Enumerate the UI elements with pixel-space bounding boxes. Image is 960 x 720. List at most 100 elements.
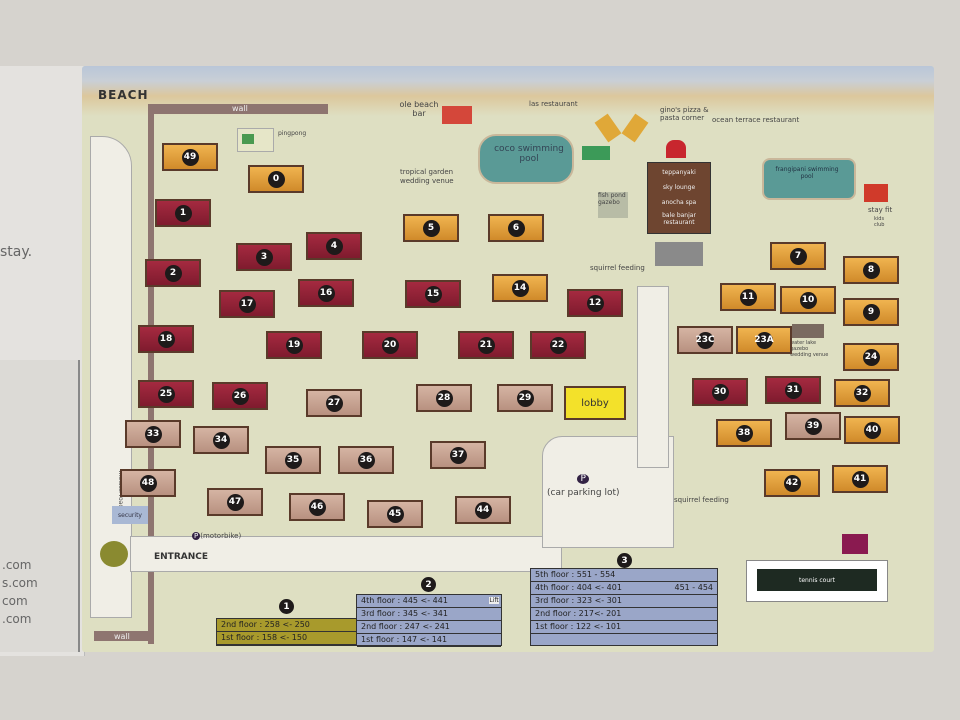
villa-number: 48 [139, 474, 157, 492]
building-1[interactable]: 1 2nd floor : 258 <- 250 1st floor : 158… [216, 599, 358, 646]
stay-fit-building [864, 184, 888, 202]
villa-31[interactable]: 31 [765, 376, 821, 404]
resort-map: BEACH wall wall melasti road security EN… [82, 66, 934, 652]
villa-number: 5 [422, 219, 440, 237]
villa-1[interactable]: 1 [155, 199, 211, 227]
villa-12[interactable]: 12 [567, 289, 623, 317]
villa-18[interactable]: 18 [138, 325, 194, 353]
las-restaurant-label: las restaurant [529, 100, 578, 108]
security-post: security [112, 506, 148, 524]
villa-23C[interactable]: 23C [677, 326, 733, 354]
villa-10[interactable]: 10 [780, 286, 836, 314]
villa-number: 24 [862, 348, 880, 366]
car-parking-label: P(car parking lot) [547, 474, 620, 498]
villa-number: 27 [325, 394, 343, 412]
villa-32[interactable]: 32 [834, 379, 890, 407]
villa-39[interactable]: 39 [785, 412, 841, 440]
road [637, 286, 669, 468]
building-3[interactable]: 3 5th floor : 551 - 554 4th floor : 404 … [530, 553, 718, 646]
tennis-label: tennis court [757, 569, 877, 591]
villa-4[interactable]: 4 [306, 232, 362, 260]
villa-24[interactable]: 24 [843, 343, 899, 371]
pingpong-label: pingpong [278, 130, 307, 137]
villa-23A[interactable]: 23A [736, 326, 792, 354]
water-lake-gazebo [792, 324, 824, 338]
floor-row: 3rd floor : 323 <- 301 [531, 595, 717, 608]
villa-17[interactable]: 17 [219, 290, 275, 318]
villa-number: 2 [164, 264, 182, 282]
grey-building [655, 242, 703, 266]
villa-number: 31 [784, 381, 802, 399]
villa-16[interactable]: 16 [298, 279, 354, 307]
villa-28[interactable]: 28 [416, 384, 472, 412]
villa-38[interactable]: 38 [716, 419, 772, 447]
villa-36[interactable]: 36 [338, 446, 394, 474]
villa-number: 30 [711, 383, 729, 401]
villa-8[interactable]: 8 [843, 256, 899, 284]
restaurant-block[interactable]: teppanyaki sky lounge anocha spa bale ba… [647, 162, 711, 234]
spa: anocha spa [661, 199, 697, 206]
villa-11[interactable]: 11 [720, 283, 776, 311]
villa-44[interactable]: 44 [455, 496, 511, 524]
villa-40[interactable]: 40 [844, 416, 900, 444]
villa-35[interactable]: 35 [265, 446, 321, 474]
brochure-pocket: .com s.com com .com [0, 360, 80, 652]
floor-row: 1st floor : 147 <- 141 [357, 634, 501, 647]
villa-5[interactable]: 5 [403, 214, 459, 242]
villa-2[interactable]: 2 [145, 259, 201, 287]
coco-swimming-pool[interactable] [478, 134, 574, 184]
villa-46[interactable]: 46 [289, 493, 345, 521]
tennis-court[interactable]: tennis court [746, 560, 888, 602]
villa-0[interactable]: 0 [248, 165, 304, 193]
villa-number: 6 [507, 219, 525, 237]
villa-number: 33 [144, 425, 162, 443]
villa-number: 35 [284, 451, 302, 469]
link: s.com [2, 576, 38, 590]
tree-icon [100, 541, 128, 567]
villa-29[interactable]: 29 [497, 384, 553, 412]
villa-15[interactable]: 15 [405, 280, 461, 308]
lobby[interactable]: lobby [564, 386, 626, 420]
villa-9[interactable]: 9 [843, 298, 899, 326]
villa-20[interactable]: 20 [362, 331, 418, 359]
villa-42[interactable]: 42 [764, 469, 820, 497]
villa-6[interactable]: 6 [488, 214, 544, 242]
villa-number: 47 [226, 493, 244, 511]
villa-49[interactable]: 49 [162, 143, 218, 171]
villa-number: 49 [181, 148, 199, 166]
building-2[interactable]: 2 4th floor : 445 <- 441 3rd floor : 345… [356, 577, 502, 647]
villa-25[interactable]: 25 [138, 380, 194, 408]
villa-21[interactable]: 21 [458, 331, 514, 359]
villa-45[interactable]: 45 [367, 500, 423, 528]
villa-30[interactable]: 30 [692, 378, 748, 406]
villa-number: 40 [863, 421, 881, 439]
villa-number: 14 [511, 279, 529, 297]
villa-47[interactable]: 47 [207, 488, 263, 516]
villa-3[interactable]: 3 [236, 243, 292, 271]
villa-number: 17 [238, 295, 256, 313]
villa-14[interactable]: 14 [492, 274, 548, 302]
villa-19[interactable]: 19 [266, 331, 322, 359]
villa-41[interactable]: 41 [832, 465, 888, 493]
ocean-terrace-label: ocean terrace restaurant [712, 116, 800, 124]
pavilion-icon [666, 140, 686, 158]
villa-22[interactable]: 22 [530, 331, 586, 359]
squirrel-feeding-label-2: squirrel feeding [674, 496, 729, 504]
villa-number: 16 [317, 284, 335, 302]
villa-26[interactable]: 26 [212, 382, 268, 410]
villa-number: 37 [449, 446, 467, 464]
wall [148, 104, 154, 644]
frangipani-swimming-pool[interactable] [762, 158, 856, 200]
fish-pond-gazebo: fish pond gazebo [598, 192, 628, 218]
floor-row: 2nd floor : 258 <- 250 [217, 619, 357, 632]
frangipani-pool-label: frangipani swimming pool [775, 166, 839, 180]
parking-icon: P [577, 474, 590, 484]
villa-33[interactable]: 33 [125, 420, 181, 448]
villa-48[interactable]: 48 [120, 469, 176, 497]
villa-34[interactable]: 34 [193, 426, 249, 454]
villa-27[interactable]: 27 [306, 389, 362, 417]
villa-7[interactable]: 7 [770, 242, 826, 270]
magenta-building [842, 534, 868, 554]
villa-37[interactable]: 37 [430, 441, 486, 469]
ole-beach-bar [442, 106, 472, 124]
